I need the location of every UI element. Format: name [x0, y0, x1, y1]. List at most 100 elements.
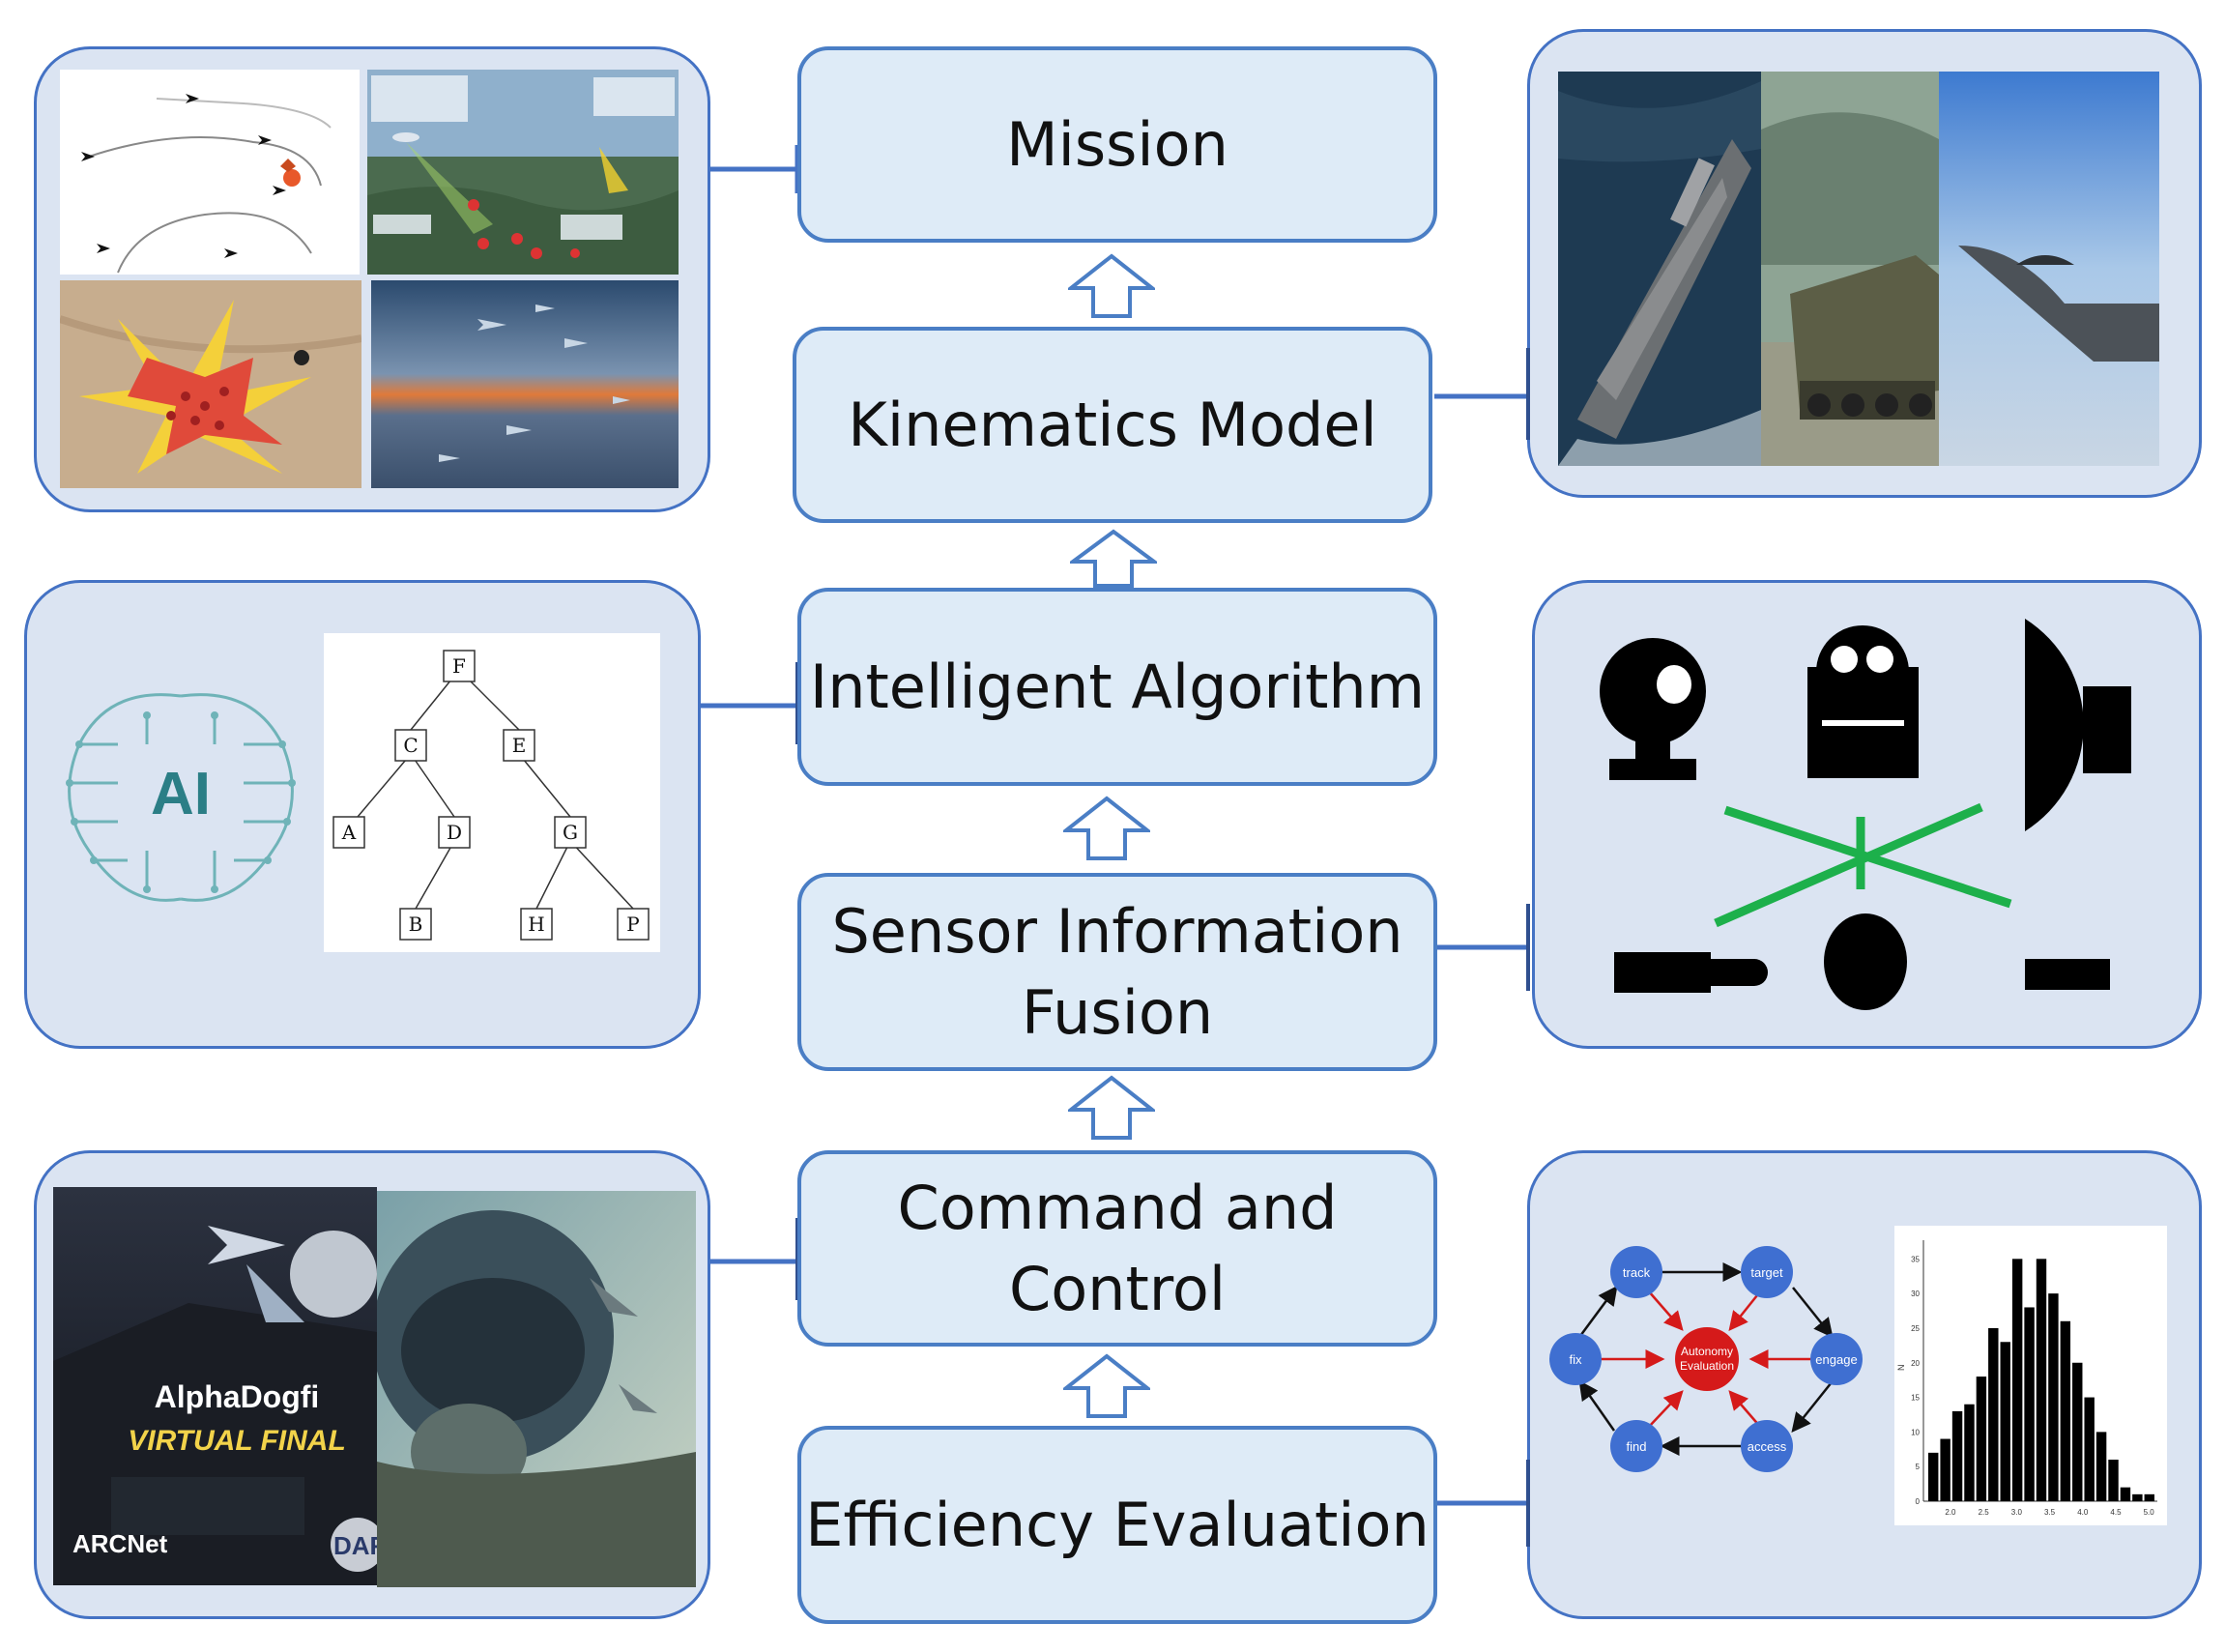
- up-arrow-1: [1065, 253, 1158, 324]
- sphere-sensor-icon: [1824, 913, 1907, 1010]
- hist-bar: [2108, 1460, 2119, 1501]
- probe-sensor-icon: [1614, 952, 1768, 993]
- tree-node-C: C: [403, 734, 418, 757]
- hist-bar: [1940, 1438, 1950, 1501]
- node-center-line2: Evaluation: [1680, 1359, 1734, 1373]
- mission-box: Mission: [797, 46, 1437, 243]
- pilot-cockpit-image: [377, 1191, 696, 1587]
- hist-xtick: 3.5: [2044, 1508, 2056, 1517]
- battle-scenario-image: [367, 70, 679, 275]
- hist-xtick: 4.5: [2110, 1508, 2122, 1517]
- tree-node-G: G: [563, 821, 578, 844]
- up-arrow-4: [1065, 1075, 1158, 1145]
- connector-mission: [710, 121, 802, 217]
- node-fix: fix: [1570, 1352, 1583, 1367]
- tree-node-B: B: [409, 913, 423, 936]
- histogram-image: N 0 5 10 15 20 25 30 35 2.0 2.5 3.0 3.5 4.0 4.5 5.0: [1894, 1226, 2167, 1525]
- fusion-label-line2: Fusion: [1021, 976, 1214, 1048]
- stealth-bomber-image: [1939, 72, 2159, 466]
- poster-logo: ARCNet: [72, 1529, 168, 1558]
- up-arrow-3: [1060, 796, 1153, 866]
- tree-node-F: F: [452, 654, 466, 678]
- hist-xtick: 3.0: [2011, 1508, 2023, 1517]
- autonomy-evaluation-diagram: track target fix engage find access Auto…: [1546, 1228, 1875, 1518]
- hist-ytick: 20: [1911, 1359, 1920, 1368]
- alphadogfight-poster-image: AlphaDogfi VIRTUAL FINAL ARCNet DAF: [53, 1187, 377, 1585]
- hist-bar: [2011, 1259, 2023, 1501]
- hist-bar: [2144, 1493, 2154, 1501]
- hist-ytick: 25: [1911, 1324, 1920, 1333]
- mission-label: Mission: [1006, 108, 1228, 180]
- command-control-box: Command and Control: [797, 1150, 1437, 1347]
- poster-partner: DAF: [333, 1531, 377, 1560]
- hist-ytick: 30: [1911, 1290, 1920, 1298]
- hist-ytick: 35: [1911, 1255, 1920, 1263]
- hist-ytick: 15: [1911, 1394, 1920, 1403]
- connector-algorithm: [701, 657, 802, 754]
- hist-bar: [2072, 1362, 2083, 1501]
- hist-bar: [2120, 1487, 2131, 1501]
- hist-xtick: 2.0: [1945, 1508, 1956, 1517]
- node-find: find: [1627, 1439, 1647, 1454]
- bar-sensor-icon: [2025, 959, 2110, 990]
- poster-subtitle: VIRTUAL FINAL: [128, 1425, 346, 1457]
- node-access: access: [1748, 1439, 1787, 1454]
- tree-node-D: D: [447, 821, 462, 844]
- up-arrow-2: [1066, 529, 1161, 594]
- hist-xtick: 4.0: [2077, 1508, 2089, 1517]
- hist-bar: [2084, 1397, 2095, 1501]
- hist-bar: [1988, 1327, 1999, 1501]
- connector-kinematics: [1434, 348, 1531, 445]
- ai-brain-graphic: AI: [50, 677, 311, 918]
- node-center-line1: Autonomy: [1681, 1345, 1733, 1358]
- node-track: track: [1623, 1265, 1651, 1280]
- hist-ytick: 0: [1916, 1497, 1921, 1506]
- formation-diagram-image: [60, 70, 360, 275]
- hist-bar: [2132, 1493, 2143, 1501]
- hist-bar: [1951, 1410, 1963, 1501]
- tree-node-H: H: [528, 913, 544, 936]
- up-arrow-5: [1060, 1353, 1153, 1424]
- hist-bar: [2060, 1320, 2071, 1501]
- command-label: Command and Control: [897, 1172, 1338, 1324]
- efficiency-evaluation-box: Efficiency Evaluation: [797, 1426, 1437, 1624]
- explosion-simulation-image: [60, 280, 361, 488]
- intelligent-algorithm-box: Intelligent Algorithm: [797, 588, 1437, 786]
- ai-label: AI: [151, 761, 211, 827]
- algorithm-label: Intelligent Algorithm: [809, 651, 1426, 722]
- efficiency-label: Efficiency Evaluation: [805, 1489, 1430, 1560]
- hist-bar: [2000, 1342, 2010, 1501]
- decision-tree-image: F C E A D G B H P: [324, 633, 660, 952]
- radar-dish-icon: [2025, 619, 2131, 831]
- connector-fusion: [1434, 899, 1531, 996]
- aerial-formation-image: [371, 280, 679, 488]
- hist-bar: [2048, 1293, 2059, 1501]
- fusion-label-line1: Sensor Information: [831, 895, 1403, 967]
- node-target: target: [1750, 1265, 1783, 1280]
- camera-sensor-icon: [1600, 638, 1706, 780]
- sensor-fusion-box: Sensor Information Fusion: [797, 873, 1437, 1071]
- tree-node-P: P: [626, 913, 639, 936]
- tree-node-A: A: [341, 821, 357, 844]
- armored-vehicle-image: [1761, 72, 1939, 466]
- hist-bar: [2024, 1307, 2035, 1501]
- hist-bar: [1976, 1377, 1987, 1501]
- hist-bar: [2036, 1259, 2047, 1501]
- hist-ytick: 10: [1911, 1428, 1920, 1436]
- hist-bar: [1928, 1452, 1939, 1501]
- node-engage: engage: [1815, 1352, 1857, 1367]
- sensor-fusion-graphic: [1585, 599, 2165, 1025]
- hist-bar: [1964, 1404, 1975, 1501]
- hist-ylabel: N: [1896, 1365, 1906, 1372]
- hist-bar: [2095, 1432, 2107, 1501]
- connector-command: [710, 1213, 802, 1310]
- hist-ytick: 5: [1916, 1463, 1921, 1471]
- hist-xtick: 5.0: [2144, 1508, 2155, 1517]
- aircraft-carrier-image: [1558, 72, 1761, 466]
- connector-efficiency: [1434, 1455, 1531, 1551]
- poster-title: AlphaDogfi: [155, 1379, 320, 1414]
- hist-xtick: 2.5: [1979, 1508, 1990, 1517]
- kinematics-label: Kinematics Model: [848, 389, 1377, 460]
- fusion-beam-icon: [1714, 802, 2012, 928]
- tree-node-E: E: [512, 734, 527, 757]
